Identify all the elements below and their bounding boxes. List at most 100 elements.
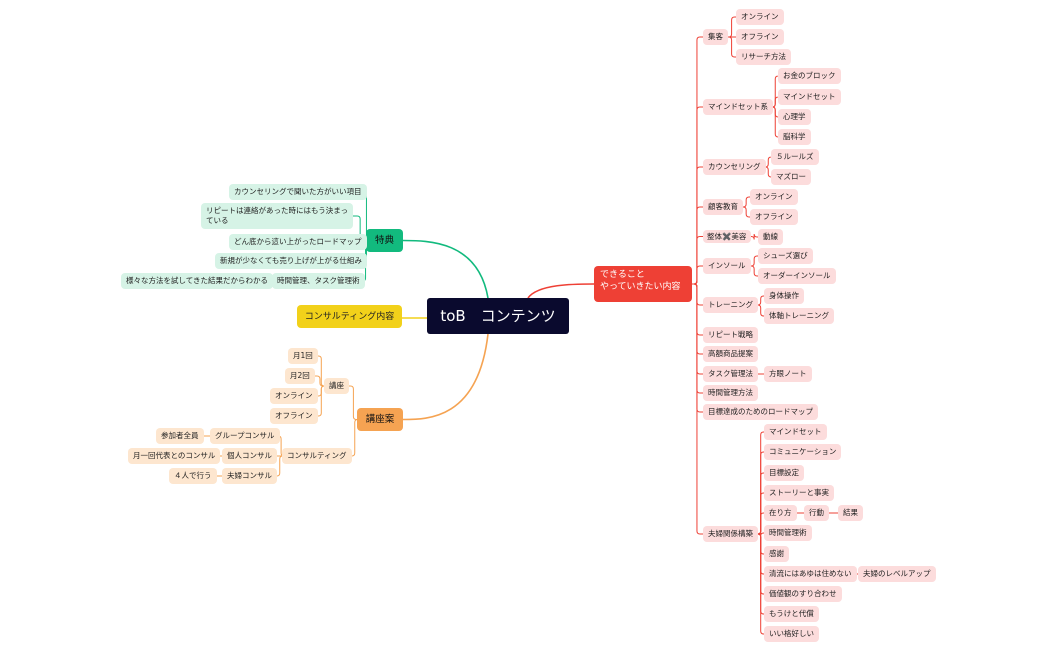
green-item-label: 時間管理、タスク管理術 bbox=[277, 276, 360, 285]
red-child-label: 身体操作 bbox=[769, 291, 799, 300]
red-child-label: マズロー bbox=[776, 172, 806, 181]
red-item-label: トレーニング bbox=[708, 300, 753, 309]
red-item-7-child-2[interactable]: 体軸トレーニング bbox=[764, 308, 834, 324]
orange-consult-child-3-left[interactable]: ４人で行う bbox=[169, 468, 217, 484]
branch-red-node[interactable]: できること やっていきたい内容 bbox=[594, 266, 692, 302]
red-item-6[interactable]: インソール bbox=[703, 258, 751, 274]
orange-kouza-label: 講座 bbox=[329, 381, 344, 390]
red-item-13-child-5-sub-1[interactable]: 行動 bbox=[804, 505, 829, 521]
branch-green-node[interactable]: 特典 bbox=[366, 229, 403, 252]
red-item-7[interactable]: トレーニング bbox=[703, 297, 758, 313]
orange-sub-label: ４人で行う bbox=[174, 471, 212, 480]
orange-child-label: 月1回 bbox=[293, 351, 313, 360]
orange-kouza-child-3[interactable]: オンライン bbox=[270, 388, 318, 404]
red-item-13-child-9[interactable]: 価値観のすり合わせ bbox=[764, 586, 842, 602]
red-item-1-child-2[interactable]: オフライン bbox=[736, 29, 784, 45]
red-item-label: リピート戦略 bbox=[708, 330, 753, 339]
connector-line-33 bbox=[757, 304, 764, 317]
red-item-13[interactable]: 夫婦関係構築 bbox=[703, 526, 758, 542]
red-item-13-child-1[interactable]: マインドセット bbox=[764, 424, 827, 440]
red-item-label: 夫婦関係構築 bbox=[708, 529, 753, 538]
orange-consult-child-3[interactable]: 夫婦コンサル bbox=[222, 468, 277, 484]
orange-kouza-child-4[interactable]: オフライン bbox=[270, 408, 318, 424]
red-item-13-child-8[interactable]: 清流にはあゆは住めない bbox=[764, 566, 857, 582]
orange-consult[interactable]: コンサルティング bbox=[282, 448, 352, 464]
red-item-4[interactable]: 顧客教育 bbox=[703, 199, 743, 215]
red-item-label: 顧客教育 bbox=[708, 202, 738, 211]
red-item-4-child-1[interactable]: オンライン bbox=[750, 189, 798, 205]
red-item-label: 整体✖️美容 bbox=[707, 232, 747, 241]
orange-kouza-child-2[interactable]: 月2回 bbox=[285, 368, 315, 384]
connector-line-28 bbox=[743, 206, 750, 218]
green-item-3[interactable]: どん底から這い上がったロードマップ bbox=[229, 234, 367, 250]
orange-consult-child-1-left[interactable]: 参加者全員 bbox=[156, 428, 204, 444]
orange-child-label: 夫婦コンサル bbox=[227, 471, 272, 480]
red-item-13-child-11[interactable]: いい格好しい bbox=[764, 626, 819, 642]
red-item-13-child-5-sub-2[interactable]: 結果 bbox=[838, 505, 863, 521]
red-item-2-child-3[interactable]: 心理学 bbox=[778, 109, 811, 125]
orange-child-label: 個人コンサル bbox=[227, 451, 272, 460]
green-item-5[interactable]: 時間管理、タスク管理術 bbox=[272, 273, 365, 289]
red-item-2-child-2[interactable]: マインドセット bbox=[778, 89, 841, 105]
red-item-13-child-4[interactable]: ストーリーと事実 bbox=[764, 485, 834, 501]
red-item-13-child-7[interactable]: 感謝 bbox=[764, 546, 789, 562]
connector-line-14 bbox=[692, 283, 703, 375]
red-item-1-child-1[interactable]: オンライン bbox=[736, 9, 784, 25]
red-item-3-child-2[interactable]: マズロー bbox=[771, 169, 811, 185]
red-item-5-child-1[interactable]: 動線 bbox=[758, 229, 783, 245]
root-node[interactable]: toB コンテンツ bbox=[427, 298, 569, 334]
red-child-label: 在り方 bbox=[769, 508, 792, 517]
red-child-label: ５ルールズ bbox=[776, 152, 814, 161]
red-item-9[interactable]: 高額商品提案 bbox=[703, 346, 758, 362]
green-item-4[interactable]: 新規が少なくても売り上げが上がる仕組み bbox=[215, 253, 367, 269]
red-item-13-child-8-sub-1[interactable]: 夫婦のレベルアップ bbox=[858, 566, 936, 582]
red-item-5[interactable]: 整体✖️美容 bbox=[703, 230, 751, 243]
orange-consult-child-2-left[interactable]: 月一回代表とのコンサル bbox=[128, 448, 221, 464]
red-item-6-child-1[interactable]: シューズ選び bbox=[758, 248, 813, 264]
red-item-10-child-1[interactable]: 方眼ノート bbox=[764, 366, 812, 382]
orange-kouza[interactable]: 講座 bbox=[324, 378, 349, 394]
orange-consult-child-1[interactable]: グループコンサル bbox=[210, 428, 280, 444]
red-item-2-child-4[interactable]: 脳科学 bbox=[778, 129, 811, 145]
red-item-11[interactable]: 時間管理方法 bbox=[703, 385, 758, 401]
red-item-3[interactable]: カウンセリング bbox=[703, 159, 766, 175]
green-item-2[interactable]: リピートは連絡があった時にはもう決まっている bbox=[201, 203, 353, 229]
connector-line-55 bbox=[349, 385, 357, 420]
green-item-5-sub[interactable]: 様々な方法を試してきた結果だからわかる bbox=[121, 273, 274, 289]
connector-line-20 bbox=[728, 36, 736, 58]
red-item-13-child-3[interactable]: 目標設定 bbox=[764, 465, 804, 481]
branch-orange-node[interactable]: 講座案 bbox=[357, 408, 403, 431]
red-item-2-child-1[interactable]: お金のブロック bbox=[778, 68, 841, 84]
red-item-12[interactable]: 目標達成のためのロードマップ bbox=[703, 404, 818, 420]
red-item-8[interactable]: リピート戦略 bbox=[703, 327, 758, 343]
orange-child-label: グループコンサル bbox=[215, 431, 275, 440]
connector-line-29 bbox=[751, 233, 758, 240]
red-item-label: 高額商品提案 bbox=[708, 349, 753, 358]
red-item-7-child-1[interactable]: 身体操作 bbox=[764, 288, 804, 304]
red-child-label: 目標設定 bbox=[769, 468, 799, 477]
red-item-13-child-2[interactable]: コミュニケーション bbox=[764, 444, 842, 460]
red-item-13-child-6[interactable]: 時間管理術 bbox=[764, 525, 812, 541]
connector-line-30 bbox=[751, 255, 758, 267]
connector-line-24 bbox=[772, 106, 779, 138]
connector-line-10 bbox=[692, 265, 703, 285]
red-item-13-child-10[interactable]: もうけと代償 bbox=[764, 606, 819, 622]
red-item-3-child-1[interactable]: ５ルールズ bbox=[771, 149, 819, 165]
branch-red-title: できること やっていきたい内容 bbox=[600, 270, 681, 292]
red-item-1-child-3[interactable]: リサーチ方法 bbox=[736, 49, 791, 65]
red-item-13-child-5[interactable]: 在り方 bbox=[764, 505, 797, 521]
orange-kouza-child-1[interactable]: 月1回 bbox=[288, 348, 318, 364]
red-item-1[interactable]: 集客 bbox=[703, 29, 728, 45]
red-item-4-child-2[interactable]: オフライン bbox=[750, 209, 798, 225]
red-item-10[interactable]: タスク管理法 bbox=[703, 366, 758, 382]
green-item-1[interactable]: カウンセリングで聞いた方がいい項目 bbox=[229, 184, 367, 200]
red-child-label: もうけと代償 bbox=[769, 609, 814, 618]
red-child-label: 心理学 bbox=[783, 112, 806, 121]
red-item-2[interactable]: マインドセット系 bbox=[703, 99, 773, 115]
red-sub-label: 結果 bbox=[843, 508, 858, 517]
red-item-6-child-2[interactable]: オーダーインソール bbox=[758, 268, 836, 284]
red-item-label: インソール bbox=[708, 261, 746, 270]
branch-yellow-node[interactable]: コンサルティング内容 bbox=[297, 305, 402, 328]
orange-consult-child-2[interactable]: 個人コンサル bbox=[222, 448, 277, 464]
